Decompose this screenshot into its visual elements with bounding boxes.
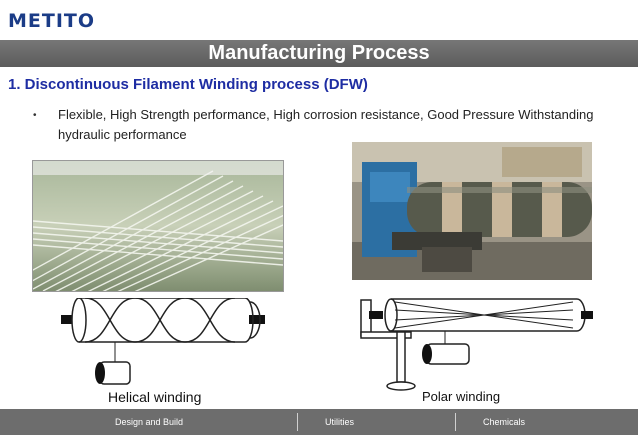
footer-item-utilities: Utilities: [325, 417, 355, 427]
footer-item-chemicals: Chemicals: [483, 417, 526, 427]
helical-winding-caption: Helical winding: [108, 389, 202, 405]
section-heading: 1. Discontinuous Filament Winding proces…: [8, 76, 368, 93]
bullet-text: Flexible, High Strength performance, Hig…: [58, 107, 594, 142]
footer-bar: Design and Build Utilities Chemicals: [0, 409, 638, 435]
footer-divider: [455, 413, 456, 431]
polar-winding-photo-graphic: [352, 142, 592, 280]
polar-winding-caption: Polar winding: [422, 389, 501, 404]
title-bar: Manufacturing Process: [0, 40, 638, 67]
page-title: Manufacturing Process: [208, 42, 430, 64]
polar-winding-diagram: [360, 298, 593, 391]
bullet-marker: •: [33, 110, 37, 121]
company-logo: METITO: [8, 10, 96, 32]
footer-item-design-and-build: Design and Build: [115, 417, 184, 427]
polar-winding-photo: [352, 142, 592, 280]
shaft-end-left: [61, 315, 73, 324]
shaft-end-right: [249, 315, 265, 324]
helical-winding-photo-graphic: [33, 161, 283, 291]
helical-winding-diagram: [61, 298, 265, 385]
footer-divider: [297, 413, 298, 431]
helical-winding-photo: [32, 160, 284, 292]
